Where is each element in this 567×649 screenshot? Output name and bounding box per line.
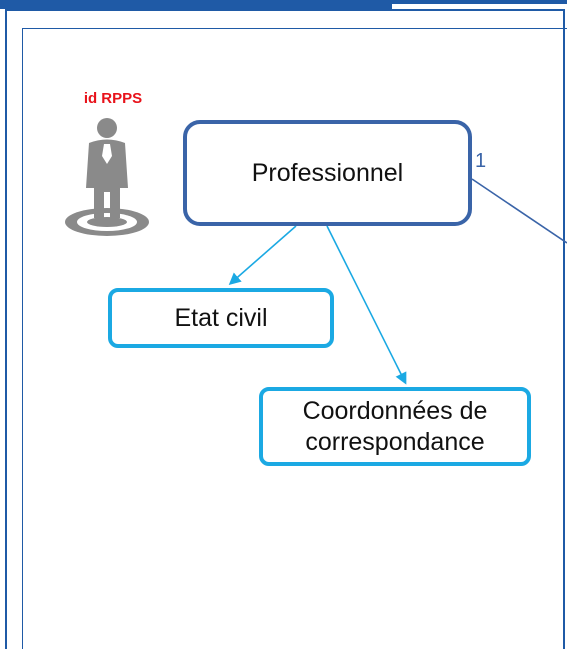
node-coordonnees-label: Coordonnées de correspondance (302, 397, 488, 456)
identifier-label: id RPPS (83, 90, 143, 107)
node-etat-civil: Etat civil (108, 288, 334, 348)
top-bar-accent (392, 0, 567, 4)
node-coordonnees: Coordonnées de correspondance (259, 387, 531, 466)
outer-frame (5, 9, 565, 649)
node-etat-civil-label: Etat civil (174, 303, 268, 332)
node-professionnel: Professionnel (183, 120, 472, 226)
cardinality-label: 1 (475, 150, 487, 172)
inner-frame (22, 28, 567, 649)
node-professionnel-label: Professionnel (251, 158, 404, 187)
top-bar (0, 0, 392, 9)
person-on-target-icon (65, 118, 149, 236)
